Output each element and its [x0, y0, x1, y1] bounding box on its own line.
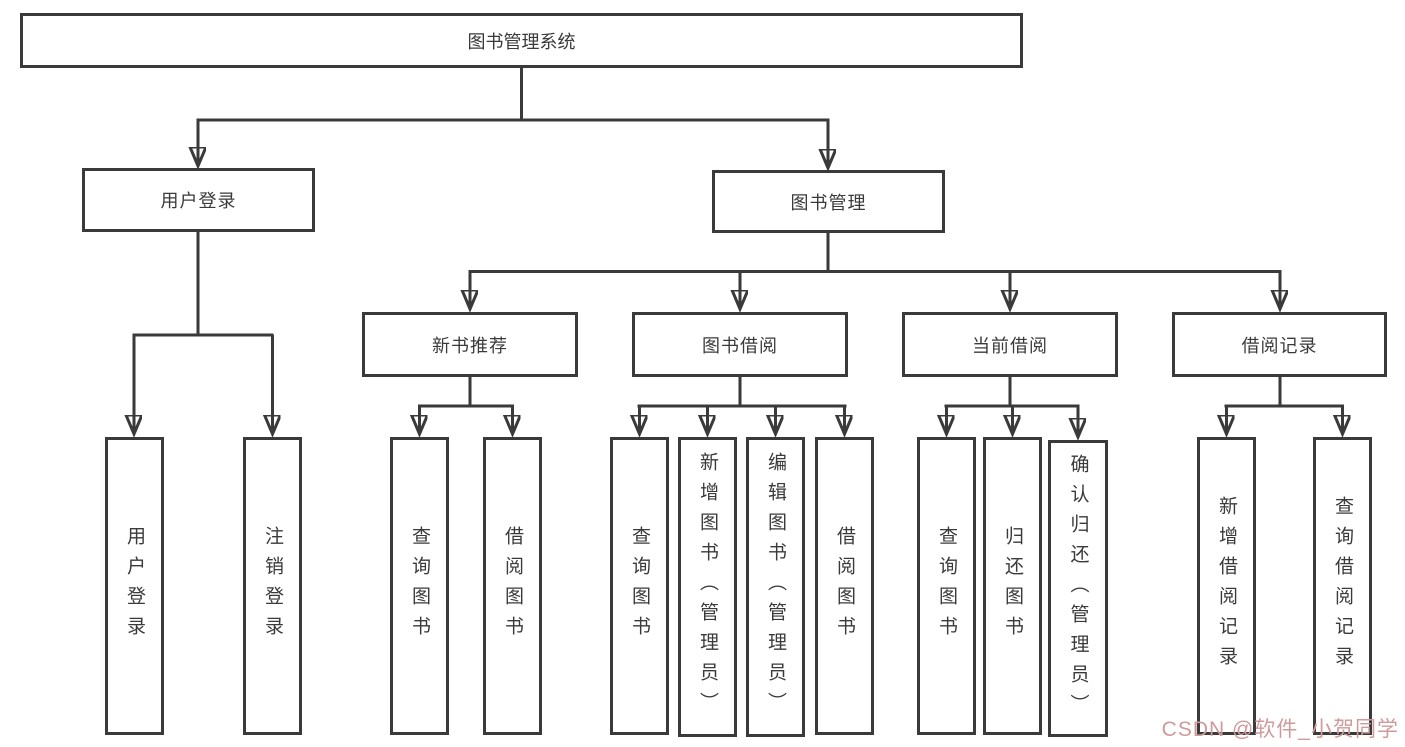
- node-borrowing-records: 借阅记录: [1172, 312, 1387, 377]
- leaf-records-add-record: 新增借阅记录: [1197, 437, 1256, 735]
- leaf-borrow-edit-books-admin: 编辑图书（管理员）: [746, 437, 805, 737]
- node-new-book-recommend: 新书推荐: [362, 312, 578, 377]
- leaf-borrow-query-books: 查询图书: [610, 437, 669, 735]
- leaf-borrow-add-books-admin: 新增图书（管理员）: [678, 437, 737, 737]
- leaf-user-login: 用户登录: [105, 437, 164, 735]
- node-book-management: 图书管理: [712, 170, 945, 233]
- node-current-borrowing: 当前借阅: [902, 312, 1118, 377]
- csdn-watermark: CSDN @软件_小贺同学: [1161, 718, 1399, 741]
- leaf-records-query-record: 查询借阅记录: [1313, 437, 1372, 735]
- leaf-newbook-borrow-books: 借阅图书: [483, 437, 542, 735]
- leaf-current-return-books: 归还图书: [983, 437, 1042, 735]
- leaf-newbook-query-books: 查询图书: [390, 437, 449, 735]
- leaf-logout: 注销登录: [243, 437, 302, 735]
- node-root-library-system: 图书管理系统: [20, 13, 1023, 68]
- leaf-borrow-borrow-books: 借阅图书: [815, 437, 874, 735]
- leaf-current-query-books: 查询图书: [917, 437, 976, 735]
- leaf-current-confirm-return-admin: 确认归还（管理员）: [1048, 440, 1108, 737]
- node-user-login: 用户登录: [82, 168, 315, 232]
- node-book-borrowing: 图书借阅: [632, 312, 848, 377]
